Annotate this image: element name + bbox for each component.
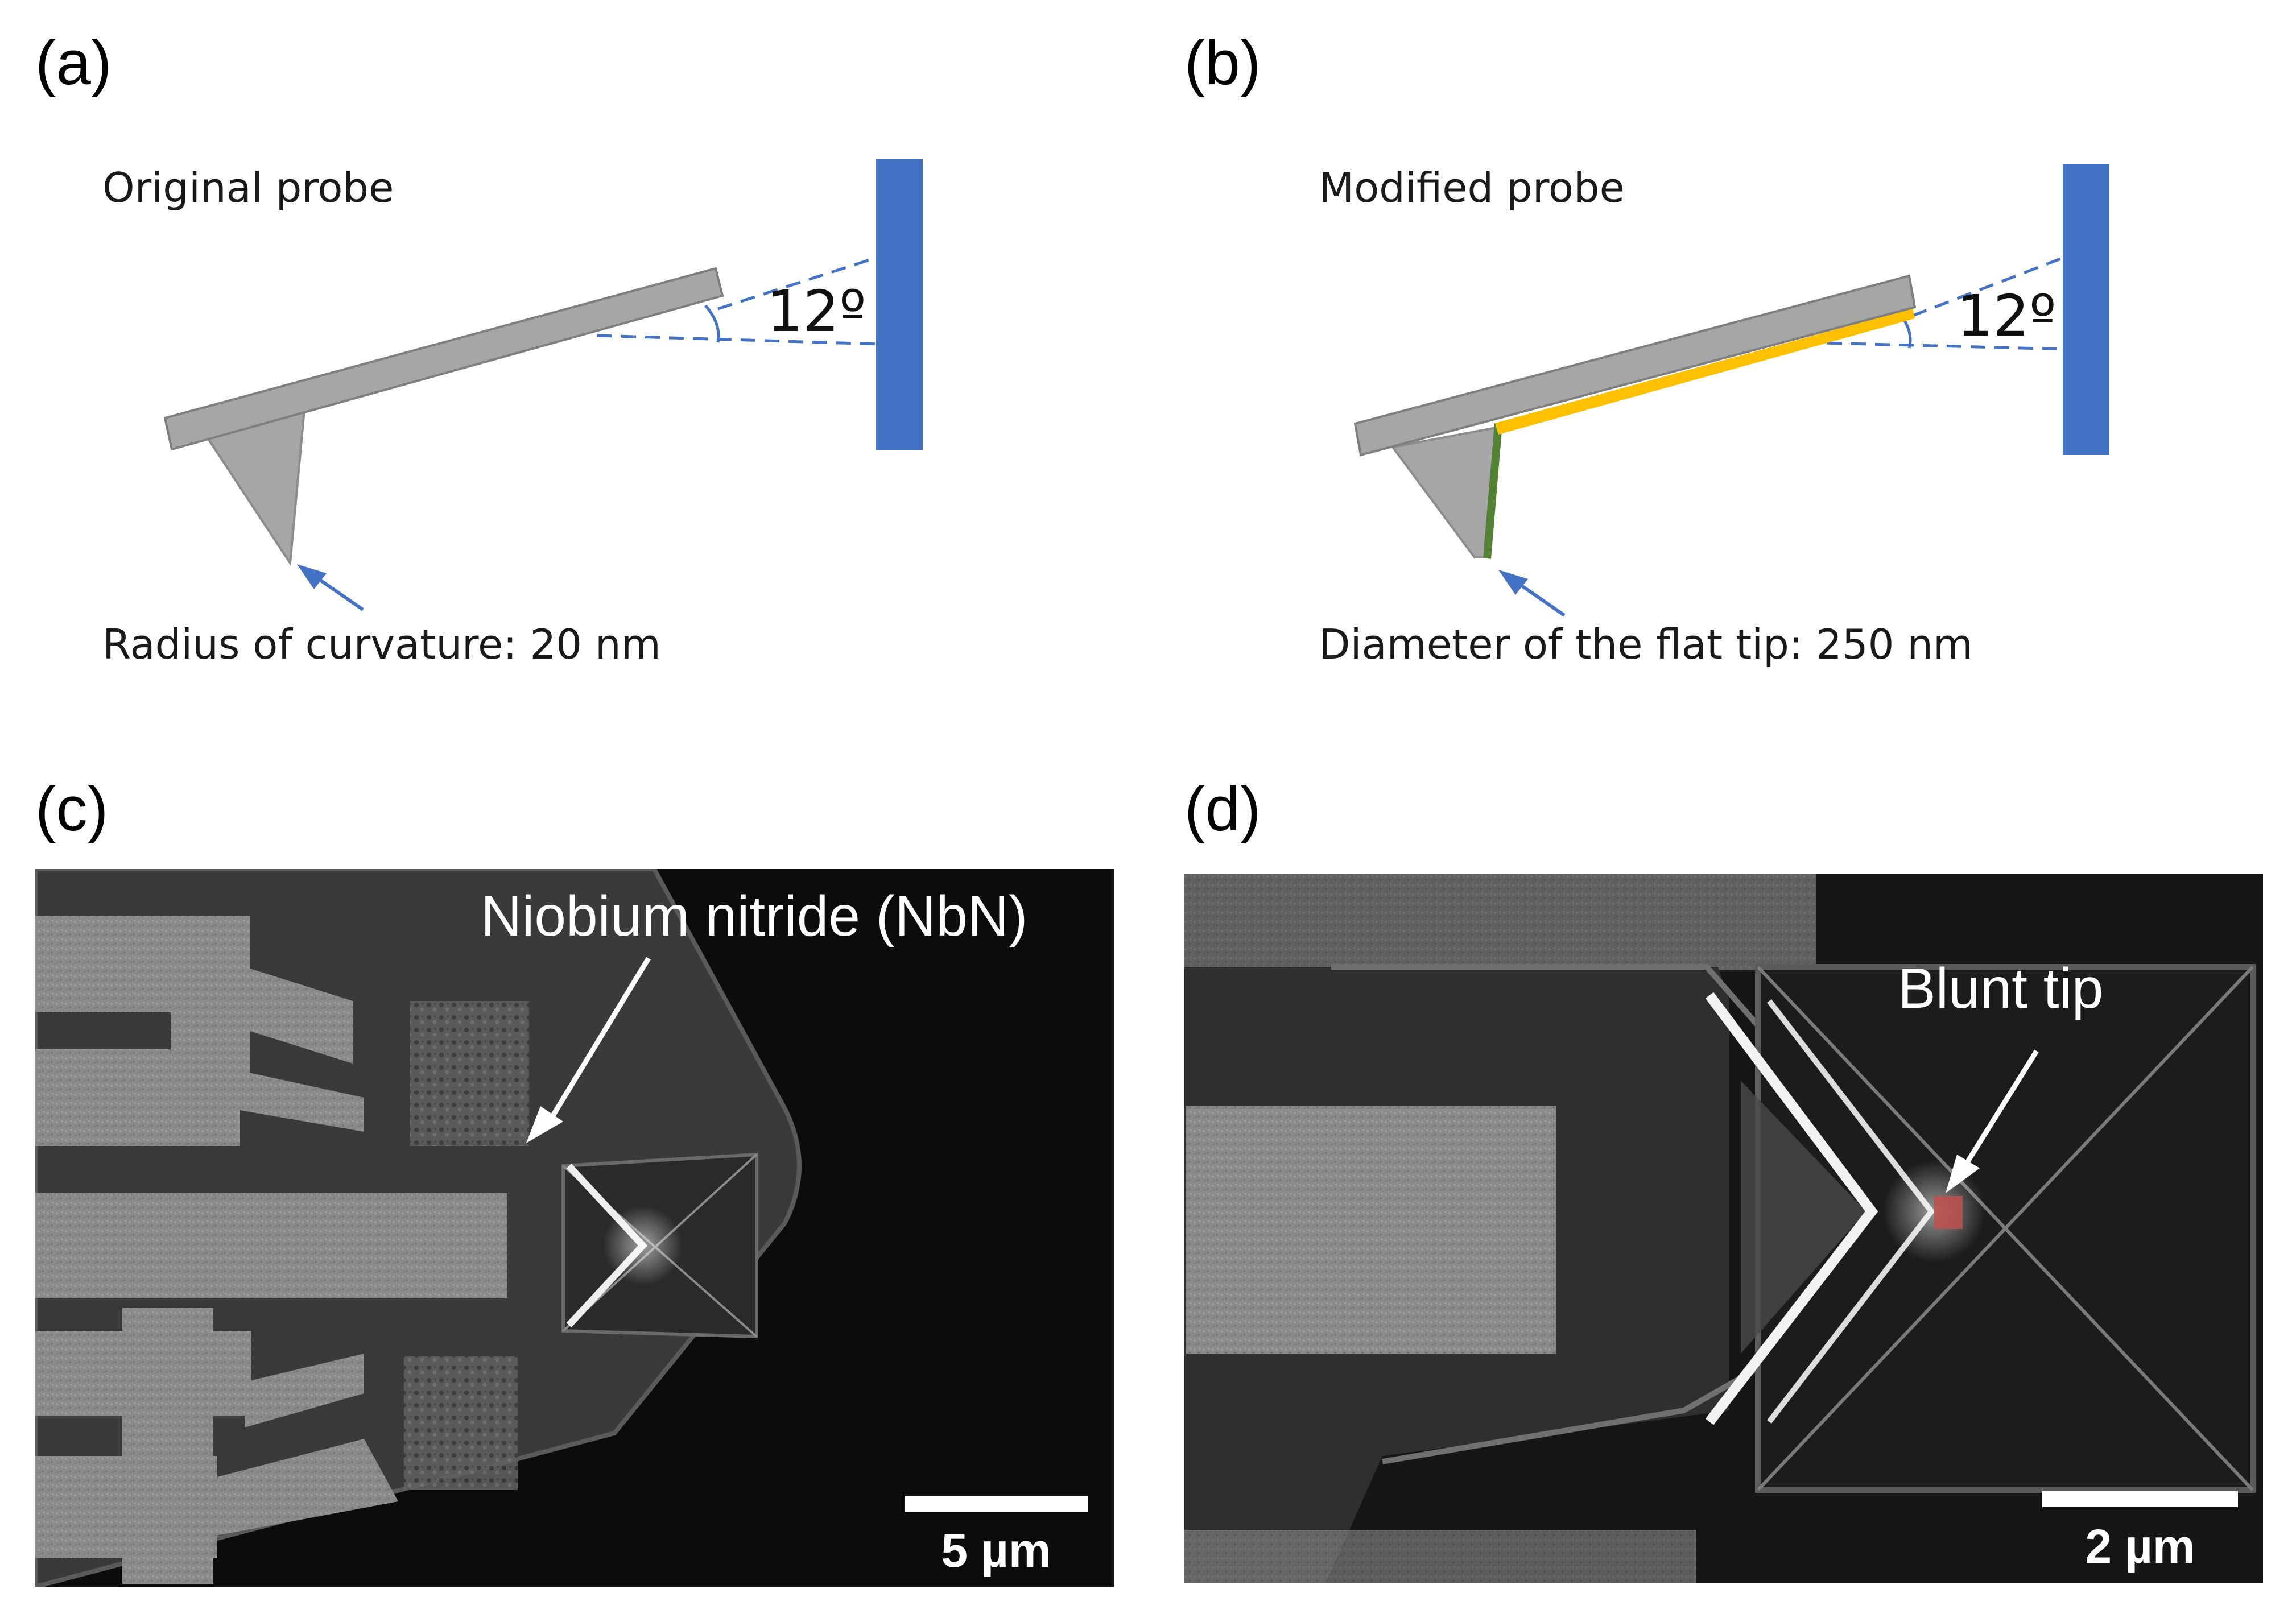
panel-d-scale-bar [2042, 1491, 2238, 1507]
panel-d-sem-image [1184, 874, 2263, 1583]
panel-b-cantilever-coating [1495, 308, 1915, 435]
panel-d-annotation-arrowhead [1946, 1155, 1980, 1193]
panel-c: (c) [35, 774, 1114, 1587]
panel-b-laser-reflected [1803, 341, 2066, 351]
panel-c-annotation-arrow [545, 957, 651, 1127]
panel-b-letter: (b) [1184, 28, 1261, 98]
panel-c-annotation-arrowhead [526, 1106, 563, 1143]
panel-d-scale-label: 2 µm [2085, 1520, 2195, 1573]
panel-a-title: Original probe [102, 164, 394, 212]
panel-d-annotation: Blunt tip [1898, 957, 2103, 1020]
panel-c-annotation: Niobium nitride (NbN) [481, 884, 1027, 948]
panel-d-blunt-tip-marker [1934, 1196, 1963, 1229]
panel-a-laser-incident [717, 255, 879, 311]
panel-b-detector [2063, 164, 2109, 455]
panel-c-letter: (c) [35, 774, 108, 844]
panel-d-letter: (d) [1184, 774, 1261, 844]
panel-a-letter: (a) [35, 28, 112, 98]
panel-d: (d) Blunt tip [1184, 774, 2263, 1583]
panel-a-tip-note: Radius of curvature: 20 nm [102, 620, 661, 668]
panel-c-scale-label: 5 µm [941, 1524, 1051, 1577]
panel-a-angle-label: 12º [767, 278, 866, 345]
panel-a: (a) Original probe 12º Radius of curvatu… [35, 28, 923, 668]
panel-b-tip-note: Diameter of the flat tip: 250 nm [1319, 620, 1973, 668]
panel-a-detector [876, 159, 923, 450]
panel-b-title: Modified probe [1319, 164, 1625, 212]
panel-a-cantilever [163, 267, 724, 451]
panel-b-flat-tip [1390, 426, 1498, 558]
panel-a-tip-arrowhead [297, 564, 327, 589]
panel-b: (b) Modified probe 12º Diameter of the f… [1184, 28, 2109, 668]
panel-b-tip-coating [1483, 423, 1502, 559]
panel-b-tip-arrowhead [1498, 570, 1528, 595]
panel-b-cantilever [1353, 274, 1917, 457]
panel-d-annotation-arrow [1959, 1049, 2039, 1173]
panel-c-scale-bar [905, 1496, 1088, 1512]
panel-b-angle-label: 12º [1957, 283, 2056, 349]
panel-b-laser-incident [1912, 255, 2066, 317]
panel-a-angle-arc [704, 304, 720, 343]
panel-c-sem-image [35, 869, 1114, 1587]
